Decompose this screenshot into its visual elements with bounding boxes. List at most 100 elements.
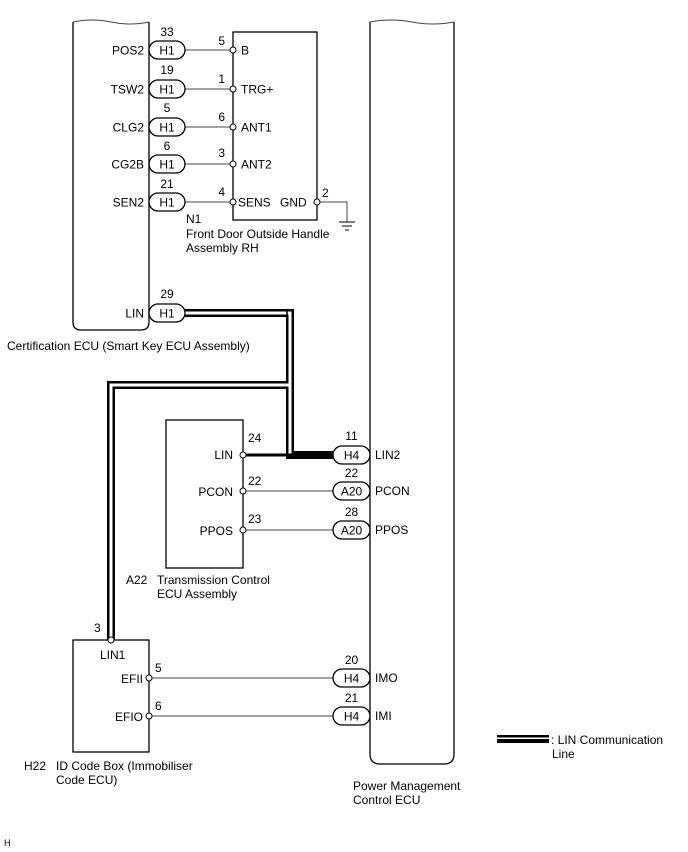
handle-pin-label-ant2: ANT2 (241, 158, 272, 172)
handle-pin-b (229, 46, 237, 54)
id-box-pin-lin1 (107, 636, 115, 644)
handle-pin-label-trg: TRG+ (241, 83, 273, 97)
pmc-ecu-top-wave (369, 19, 455, 25)
pmc-pin-label-imo: IMO (375, 671, 398, 685)
tcm-pin-lin (239, 451, 247, 459)
pmc-pin-num-ppos: 28 (345, 505, 359, 519)
cert-connector-pos2: H1 (148, 40, 186, 60)
connector-code: H1 (159, 307, 175, 321)
wire-gnd (317, 201, 348, 222)
cert-pin-num-clg2: 5 (164, 101, 171, 115)
certification-ecu-top-wave (72, 19, 150, 25)
certification-ecu-name: Certification ECU (Smart Key ECU Assembl… (7, 339, 250, 353)
id-box-lin1-label: LIN1 (100, 648, 126, 662)
connector-code: A20 (341, 524, 363, 538)
cert-connector-clg2: H1 (148, 117, 186, 137)
cert-connector-lin: H1 (148, 303, 186, 323)
connector-pill (332, 668, 371, 688)
tcm-pin-label-ppos: PPOS (200, 524, 233, 538)
id-box-pin-label-efio: EFIO (115, 710, 143, 724)
tcm-name-line1: Transmission Control (157, 573, 270, 587)
id-box-lin1-num: 3 (94, 621, 101, 635)
pmc-connector-pcon: A20 (332, 481, 371, 501)
connector-pill (148, 154, 186, 174)
pmc-pin-num-imi: 21 (345, 691, 359, 705)
id-box-pin-num-efii: 5 (155, 661, 162, 675)
handle-pin-num-ant2: 3 (218, 146, 225, 160)
legend: : LIN Communication Line (497, 733, 663, 761)
connector-pill (148, 79, 186, 99)
pmc-name-line1: Power Management (353, 779, 461, 793)
pmc-pin-num-lin2: 11 (345, 429, 358, 443)
cert-pin-label-pos2: POS2 (112, 44, 144, 58)
pmc-connector-ppos: A20 (332, 520, 371, 540)
handle-pin-label-b: B (241, 44, 249, 58)
connector-code: H1 (159, 121, 175, 135)
pmc-name-line2: Control ECU (353, 793, 420, 807)
cert-pin-num-tsw2: 19 (160, 63, 174, 77)
handle-pin-label-sens: SENS (238, 196, 271, 210)
id-box-pin-efio (145, 712, 153, 720)
footer-mark: H (4, 838, 11, 848)
connector-code: H1 (159, 44, 175, 58)
id-box-pin-label-efii: EFII (121, 672, 143, 686)
cert-pin-num-pos2: 33 (160, 25, 174, 39)
connector-code: A20 (341, 485, 363, 499)
id-box-pin-num-efio: 6 (155, 699, 162, 713)
handle-pin-ant1 (229, 123, 237, 131)
handle-name-line1: Front Door Outside Handle (186, 227, 330, 241)
connector-code: H4 (344, 672, 360, 686)
tcm-pin-num-ppos: 23 (248, 512, 262, 526)
id-box (72, 639, 150, 753)
handle-pin-gnd (313, 198, 321, 206)
pmc-pin-label-lin2: LIN2 (375, 448, 401, 462)
cert-pin-label-tsw2: TSW2 (111, 83, 145, 97)
handle-name-line2: Assembly RH (186, 241, 259, 255)
connector-pill (332, 706, 371, 726)
pmc-pin-label-pcon: PCON (375, 484, 410, 498)
pmc-pin-label-ppos: PPOS (375, 523, 408, 537)
connector-pill (332, 445, 371, 465)
handle-pin-num-trg: 1 (218, 72, 225, 86)
cert-pin-label-lin: LIN (125, 307, 144, 321)
legend-text-line2: Line (552, 747, 575, 761)
cert-connector-sen2: H1 (148, 192, 186, 212)
pmc-connector-imi: H4 (332, 706, 371, 726)
tcm-pin-label-lin: LIN (214, 448, 233, 462)
handle-gnd-label: GND (280, 196, 307, 210)
id-box-pin-efii (145, 674, 153, 682)
connector-pill (148, 40, 186, 60)
connector-code: H1 (159, 196, 175, 210)
connector-pill (148, 192, 186, 212)
tcm-pin-ppos (239, 526, 247, 534)
handle-pin-num-b: 5 (218, 34, 225, 48)
cert-pin-label-cg2b: CG2B (111, 158, 144, 172)
connector-code: H4 (344, 449, 360, 463)
pmc-pin-num-imo: 20 (345, 653, 359, 667)
handle-gnd-num: 2 (322, 186, 329, 200)
connector-pill (332, 520, 371, 540)
cert-pin-num-lin: 29 (160, 287, 174, 301)
handle-pin-sens (229, 198, 237, 206)
tcm-pin-num-pcon: 22 (248, 474, 262, 488)
handle-pin-trg (229, 85, 237, 93)
pmc-connector-imo: H4 (332, 668, 371, 688)
pmc-pin-num-pcon: 22 (345, 466, 359, 480)
id-box-name-line1: ID Code Box (Immobiliser (56, 759, 193, 773)
cert-connector-tsw2: H1 (148, 79, 186, 99)
cert-pin-label-sen2: SEN2 (113, 196, 145, 210)
tcm-code: A22 (126, 573, 148, 587)
tcm-pin-label-pcon: PCON (198, 485, 233, 499)
certification-ecu-body (72, 22, 150, 331)
handle-code: N1 (186, 212, 202, 226)
legend-text-line1: : LIN Communication (551, 733, 663, 747)
tcm-name-line2: ECU Assembly (157, 587, 237, 601)
tcm-pin-pcon (239, 487, 247, 495)
tcm-box (165, 419, 244, 569)
id-box-name-line2: Code ECU) (56, 773, 117, 787)
pmc-pin-label-imi: IMI (375, 709, 392, 723)
cert-pin-num-cg2b: 6 (164, 139, 171, 153)
handle-pin-label-ant1: ANT1 (241, 121, 272, 135)
